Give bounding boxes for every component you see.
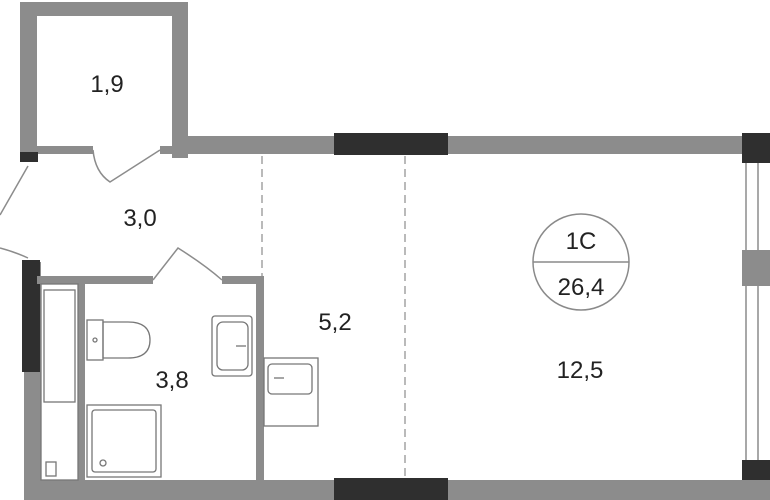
doors [0,149,223,281]
apartment-total-area: 26,4 [558,274,605,301]
entrance-door-swing [0,165,29,259]
bathroom-sink-basin [216,321,249,371]
windows [745,163,759,460]
bathtub-inner [43,289,76,403]
apartment-badge: 1С 26,4 [532,213,630,311]
shower-tray [86,404,162,478]
west-wall-upper [20,146,37,156]
bathroom-partition [78,284,85,482]
bathroom-sink [211,315,253,377]
toilet-bowl [102,321,151,359]
bathroom-wall-top-left [37,276,153,284]
north-east-corner [742,133,770,163]
bathtub [40,283,79,481]
storage-wall-right [172,2,188,158]
toilet-button [92,337,98,343]
east-wall-pier [742,250,770,286]
living-area-label: 12,5 [557,357,604,384]
toilet-tank [86,319,104,361]
west-wall-dark-stub [20,152,38,162]
storage-area-label: 1,9 [90,71,123,98]
bathtub-tap [45,461,57,477]
south-wall-dark-segment [334,478,448,500]
bathroom-wall-top-right [222,276,264,284]
bathroom-door-swing [152,247,223,281]
kitchen-counter [263,357,319,427]
walls [20,2,770,500]
shower-drain [99,459,107,467]
storage-door-swing [92,149,161,183]
bathroom-area-label: 3,8 [155,367,188,394]
zone-dividers [261,156,406,480]
fixtures [40,283,319,481]
west-wall-dark-segment [22,260,40,372]
kitchen-area-label: 5,2 [318,309,351,336]
shower-tray-inner [91,409,157,473]
storage-wall-top [20,2,188,16]
north-wall-dark-segment [334,133,448,155]
bathroom-wall-right [256,276,264,482]
kitchen-sink-basin [267,363,313,395]
north-wall [172,136,757,154]
area-labels: 1,9 3,0 3,8 5,2 12,5 [90,71,603,394]
storage-wall-bottom-left [37,146,93,154]
apartment-type-label: 1С [566,228,597,255]
hall-area-label: 3,0 [123,205,156,232]
storage-wall-left [20,2,37,157]
